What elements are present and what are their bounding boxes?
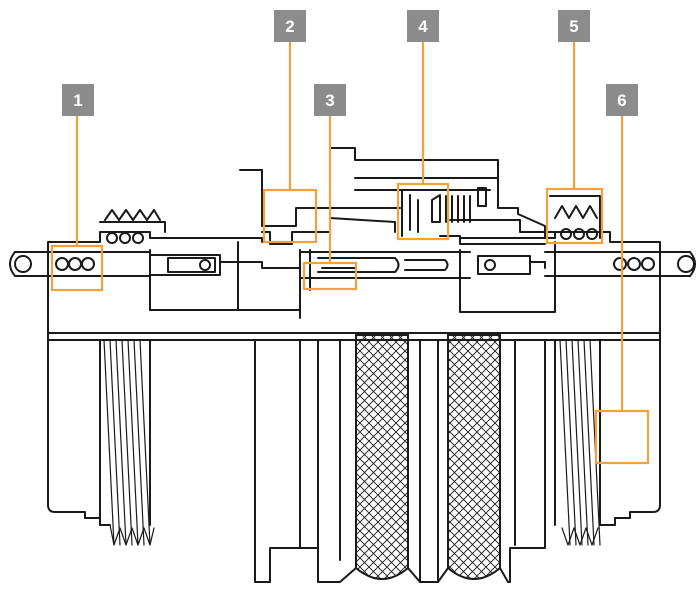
right-spring (554, 205, 598, 219)
left-thread (103, 339, 155, 546)
center-pin (299, 249, 471, 319)
left-contact (149, 249, 221, 311)
center-flange (239, 147, 546, 239)
badge-4-label: 4 (418, 17, 428, 36)
callout-1 (50, 114, 104, 292)
badge-6-label: 6 (617, 91, 626, 110)
right-contact (459, 241, 556, 313)
center-stem (254, 339, 301, 583)
left-housing (47, 231, 263, 526)
badge-3-label: 3 (325, 91, 334, 110)
badge-6: 6 (606, 84, 638, 116)
knurled-ring-left (355, 334, 409, 580)
left-spring (104, 209, 161, 221)
callout-5 (545, 42, 604, 245)
badge-4: 4 (407, 10, 439, 42)
knurled-ring-right (447, 334, 501, 580)
right-thread (559, 339, 601, 546)
badge-1-label: 1 (73, 91, 82, 110)
badge-2-label: 2 (285, 17, 294, 36)
callout-6 (594, 114, 650, 465)
callout-3 (302, 114, 358, 291)
left-cable (14, 251, 151, 277)
badges: 1 2 3 4 5 6 (62, 10, 638, 116)
badge-3: 3 (314, 84, 346, 116)
coupling-latch (401, 189, 419, 237)
badge-5: 5 (558, 10, 590, 42)
right-housing (459, 231, 661, 526)
callout-2 (262, 42, 318, 244)
right-cable (544, 251, 691, 277)
badge-5-label: 5 (569, 17, 578, 36)
badge-2: 2 (274, 10, 306, 42)
callout-4 (396, 42, 450, 241)
callouts (50, 42, 650, 465)
connector-body (9, 147, 696, 583)
badge-1: 1 (62, 84, 94, 116)
